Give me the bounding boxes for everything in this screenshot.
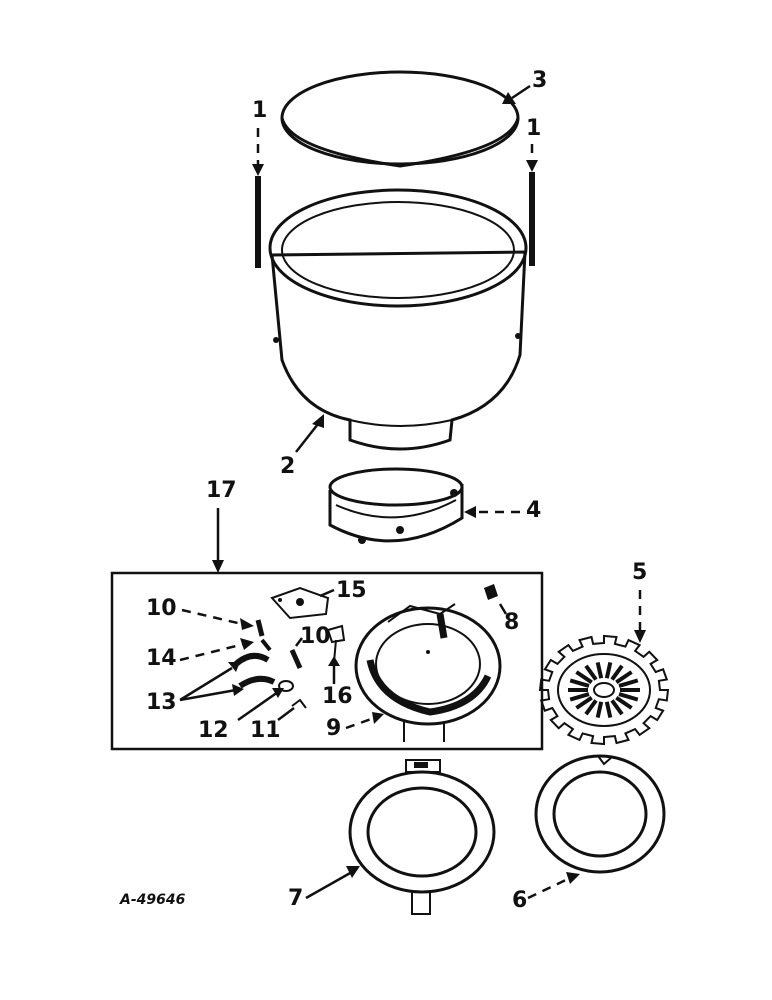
callout-4: 4	[526, 498, 542, 523]
callout-7: 7	[288, 886, 304, 911]
part-14-pin	[260, 638, 272, 652]
part-12-washer	[278, 680, 294, 692]
part-3-filter-cover	[280, 70, 520, 168]
callout-13: 13	[146, 690, 177, 715]
callout-10-left: 10	[146, 596, 177, 621]
screen-slot	[595, 661, 604, 679]
screen-slot	[569, 692, 590, 702]
part-10-pin-a	[255, 619, 265, 637]
screen-slot	[610, 664, 624, 681]
part-8-clip	[484, 584, 498, 600]
callout-12: 12	[198, 718, 229, 743]
part-17-kit-box	[110, 571, 544, 751]
part-2-filter-cup	[268, 188, 528, 451]
part-5-screen	[538, 634, 670, 746]
part-10-pin-b	[289, 648, 303, 670]
part-13-link-a	[234, 652, 270, 667]
callout-1-left: 1	[252, 98, 268, 123]
callout-14: 14	[146, 646, 177, 671]
callout-5: 5	[632, 560, 648, 585]
part-4-band	[328, 467, 464, 544]
callout-9: 9	[326, 716, 342, 741]
screen-slot	[575, 670, 593, 684]
screen-slot	[618, 678, 639, 688]
callout-10-right: 10	[300, 624, 331, 649]
screen-slot	[615, 696, 633, 710]
part-15-cover-plate	[270, 586, 330, 620]
callout-2: 2	[280, 454, 296, 479]
leader-lines	[179, 84, 646, 900]
screen-slot	[604, 701, 613, 719]
part-13-link-b	[238, 675, 276, 689]
part-7-ring	[348, 759, 496, 915]
part-11-spring	[291, 698, 307, 709]
part-6-ring	[534, 754, 666, 874]
screen-slot	[595, 701, 604, 719]
screen-slot	[584, 699, 598, 716]
callout-3: 3	[532, 68, 548, 93]
callout-6: 6	[512, 888, 528, 913]
callout-1-right: 1	[526, 116, 542, 141]
screen-slot	[604, 661, 613, 679]
screen-slot	[584, 664, 598, 681]
callout-11: 11	[250, 718, 281, 743]
part-9-baffle-assembly	[354, 603, 502, 742]
drawing-number: A-49646	[120, 892, 186, 908]
screen-slot	[618, 692, 639, 702]
screen-slot	[569, 678, 590, 688]
screen-slot	[615, 670, 633, 684]
callout-8: 8	[504, 610, 520, 635]
callout-15: 15	[336, 578, 367, 603]
callout-16: 16	[322, 684, 353, 709]
callout-17: 17	[206, 478, 237, 503]
screen-slot	[575, 696, 593, 710]
screen-slot	[610, 699, 624, 716]
